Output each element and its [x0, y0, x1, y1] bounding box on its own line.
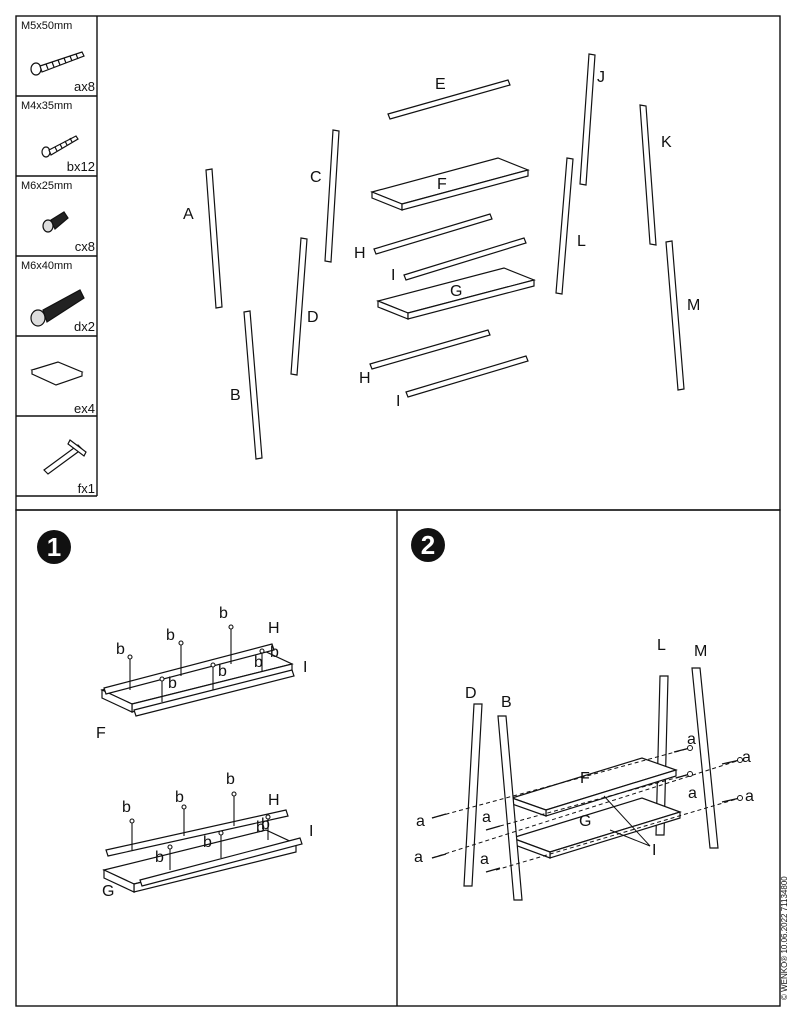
- part-label-h: H: [359, 370, 371, 387]
- step-number-1: 1: [37, 530, 71, 564]
- screw-label-b: b: [218, 663, 227, 680]
- screw-label-a: a: [687, 731, 696, 748]
- part-label-m: M: [687, 297, 701, 314]
- hardware-qty-label: ax8: [74, 79, 95, 94]
- hardware-qty-label: fx1: [77, 481, 95, 496]
- copyright-footer: © WENKO® 10.06.2022 71134800: [780, 876, 789, 1000]
- step1-diagram: [100, 624, 303, 893]
- screw-label-b: b: [261, 816, 270, 833]
- part-label-f: F: [96, 725, 106, 742]
- part-label-h: H: [268, 620, 280, 637]
- screw-label-b: b: [226, 771, 235, 788]
- hardware-qty-label: ex4: [74, 401, 95, 416]
- part-label-c: C: [310, 169, 322, 186]
- screw-label-a: a: [414, 849, 423, 866]
- part-label-h: H: [354, 245, 366, 262]
- screw-label-a: a: [416, 813, 425, 830]
- small-screw-icon: [41, 135, 79, 158]
- part-label-b: B: [501, 694, 512, 711]
- part-label-i: I: [309, 823, 314, 840]
- screw-label-a: a: [688, 785, 697, 802]
- screw-label-a: a: [742, 749, 751, 766]
- part-label-j: J: [597, 69, 605, 86]
- part-label-g: G: [579, 813, 592, 830]
- part-label-d: D: [307, 309, 319, 326]
- part-label-l: L: [657, 637, 666, 654]
- step-number-2: 2: [411, 528, 445, 562]
- screw-label-b: b: [256, 819, 265, 836]
- screw-label-b: b: [203, 834, 212, 851]
- part-label-d: D: [465, 685, 477, 702]
- part-label-g: G: [102, 883, 115, 900]
- short-bolt-icon: [42, 211, 69, 233]
- screw-label-a: a: [480, 851, 489, 868]
- part-label-i: I: [303, 659, 308, 676]
- part-label-k: K: [661, 134, 672, 151]
- allen-key-icon: [43, 439, 87, 475]
- hardware-size-label: M6x40mm: [21, 260, 73, 272]
- part-label-b: B: [230, 387, 241, 404]
- felt-pad-icon: [30, 361, 84, 386]
- part-label-f: F: [437, 176, 447, 193]
- step2-diagram: [431, 667, 743, 901]
- hardware-size-label: M5x50mm: [21, 20, 73, 32]
- part-label-a: A: [183, 206, 194, 223]
- part-label-m: M: [694, 643, 708, 660]
- hardware-size-label: M6x25mm: [21, 180, 73, 192]
- part-label-g: G: [450, 283, 463, 300]
- screw-label-b: b: [116, 641, 125, 658]
- screw-label-b: b: [166, 627, 175, 644]
- exploded-parts-view: [205, 53, 685, 460]
- screw-label-b: b: [175, 789, 184, 806]
- hardware-size-label: M4x35mm: [21, 100, 73, 112]
- part-label-i: I: [391, 267, 396, 284]
- screw-label-b: b: [270, 644, 279, 661]
- part-label-h: H: [268, 792, 280, 809]
- screw-label-b: b: [122, 799, 131, 816]
- part-label-e: E: [435, 76, 446, 93]
- screw-label-b: b: [219, 605, 228, 622]
- long-bolt-icon: [30, 289, 85, 327]
- hardware-qty-label: dx2: [74, 319, 95, 334]
- part-label-l: L: [577, 233, 586, 250]
- screw-label-b: b: [155, 849, 164, 866]
- part-label-i: I: [396, 393, 401, 410]
- long-screw-icon: [30, 51, 85, 76]
- hardware-qty-label: cx8: [74, 239, 95, 254]
- screw-label-a: a: [482, 809, 491, 826]
- part-label-i: I: [652, 842, 657, 859]
- hardware-qty-label: bx12: [66, 159, 95, 174]
- screw-label-a: a: [745, 788, 754, 805]
- screw-label-b: b: [168, 675, 177, 692]
- part-label-f: F: [580, 770, 590, 787]
- screw-label-b: b: [254, 654, 263, 671]
